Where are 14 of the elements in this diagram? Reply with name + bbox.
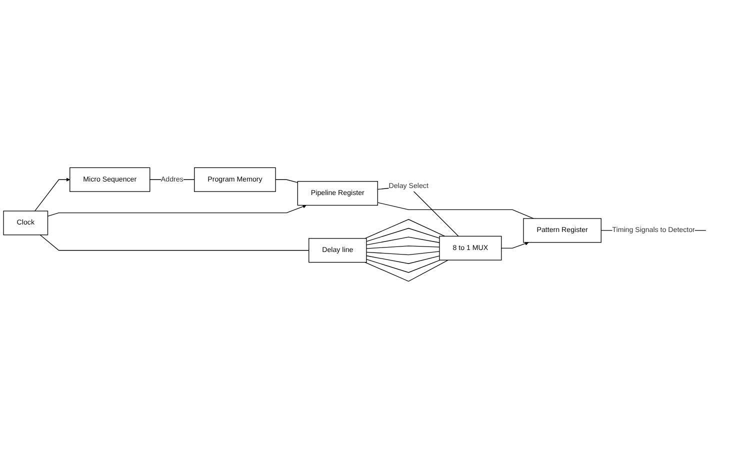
arrow [47, 204, 306, 216]
connector [364, 260, 448, 282]
arrow [34, 178, 70, 212]
connector [366, 259, 440, 273]
connector [366, 251, 440, 256]
connector [364, 219, 446, 239]
connector [366, 255, 440, 264]
connector [366, 246, 440, 249]
connector [275, 179, 298, 183]
connector [377, 202, 534, 219]
arrow [501, 242, 529, 248]
connector [40, 234, 310, 251]
connector [366, 236, 440, 246]
connector [366, 228, 440, 242]
